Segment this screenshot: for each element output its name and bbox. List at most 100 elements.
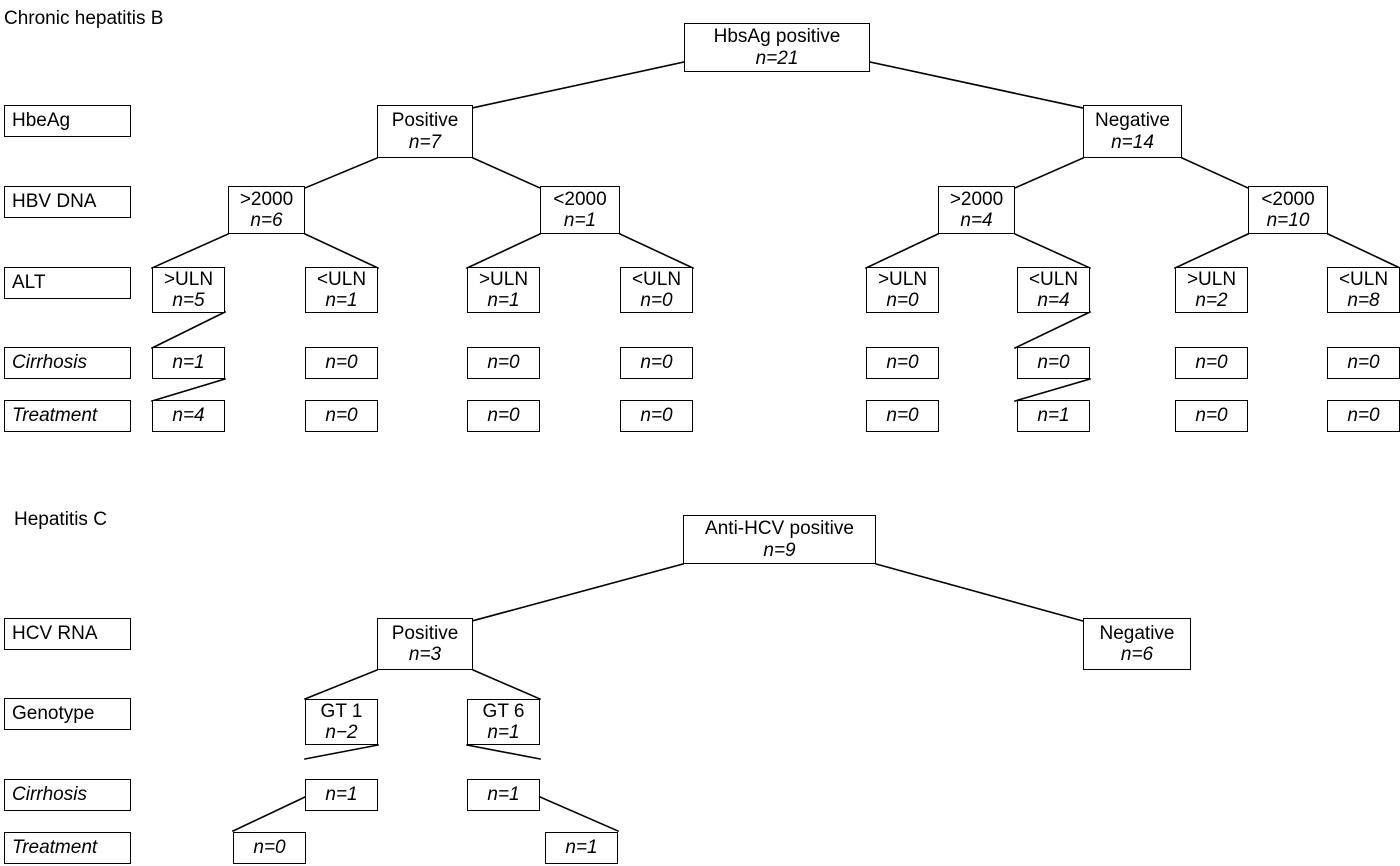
node-hbeag-negative: Negative n=14 [1083, 105, 1182, 158]
node-label: >ULN [478, 268, 529, 290]
node-label: >ULN [163, 268, 214, 290]
node-cirrhosis-4: n=0 [620, 347, 693, 379]
row-label-alt: ALT [4, 267, 131, 299]
row-label-hcv-cirrhosis: Cirrhosis [4, 779, 131, 811]
section-title-hbv: Chronic hepatitis B [4, 8, 164, 29]
node-hbsag-positive: HbsAg positive n=21 [684, 23, 870, 72]
node-label: >ULN [1186, 268, 1237, 290]
node-treatment-3: n=0 [467, 400, 540, 432]
node-label: <2000 [553, 188, 607, 210]
node-label: Positive [391, 622, 459, 644]
node-cirrhosis-6: n=0 [1017, 347, 1090, 379]
node-treatment-2: n=0 [305, 400, 378, 432]
node-count: n=3 [408, 644, 442, 665]
node-count: n=21 [755, 47, 799, 69]
node-hcvrna-negative: Negative n=6 [1083, 618, 1191, 670]
node-count: n=0 [1347, 405, 1380, 427]
row-label-treatment: Treatment [4, 400, 131, 432]
node-label: >2000 [239, 188, 294, 210]
node-count: n−2 [325, 722, 358, 743]
node-alt-5: >ULN n=0 [866, 267, 939, 313]
node-hcv-treatment-1: n=0 [233, 832, 306, 864]
node-count: n=0 [640, 290, 673, 311]
node-label: HbsAg positive [713, 26, 841, 48]
node-hcvrna-positive: Positive n=3 [377, 618, 473, 670]
node-label: <2000 [1261, 188, 1315, 210]
row-label-text: HbeAg [12, 110, 71, 131]
node-alt-4: <ULN n=0 [620, 267, 693, 313]
node-treatment-5: n=0 [866, 400, 939, 432]
node-count: n=6 [250, 210, 283, 231]
node-hcv-treatment-2: n=1 [545, 832, 618, 864]
node-treatment-7: n=0 [1175, 400, 1248, 432]
node-count: n=0 [253, 837, 286, 859]
node-count: n=0 [1037, 352, 1070, 374]
node-count: n=0 [1195, 405, 1228, 427]
node-count: n=1 [487, 784, 520, 806]
node-count: n=2 [1195, 290, 1228, 311]
node-label: >ULN [877, 268, 928, 290]
row-label-text: ALT [12, 272, 46, 293]
node-count: n=1 [563, 210, 597, 231]
node-alt-1: >ULN n=5 [152, 267, 225, 313]
node-count: n=8 [1347, 290, 1380, 311]
node-count: n=0 [886, 405, 919, 427]
node-count: n=6 [1120, 644, 1154, 665]
node-label: <ULN [316, 268, 367, 290]
node-genotype-gt6: GT 6 n=1 [467, 699, 540, 745]
node-label: <ULN [1338, 268, 1389, 290]
node-count: n=0 [487, 352, 520, 374]
node-label: <ULN [1028, 268, 1079, 290]
row-label-hcv-rna: HCV RNA [4, 618, 131, 650]
node-anti-hcv-positive: Anti-HCV positive n=9 [683, 515, 876, 564]
row-label-text: HBV DNA [12, 191, 97, 212]
node-label: GT 1 [320, 700, 363, 722]
node-hbvdna-3: >2000 n=4 [938, 186, 1015, 234]
node-count: n=1 [1037, 405, 1070, 427]
node-treatment-4: n=0 [620, 400, 693, 432]
node-alt-6: <ULN n=4 [1017, 267, 1090, 313]
node-cirrhosis-7: n=0 [1175, 347, 1248, 379]
node-treatment-6: n=1 [1017, 400, 1090, 432]
node-alt-3: >ULN n=1 [467, 267, 540, 313]
node-treatment-1: n=4 [152, 400, 225, 432]
node-count: n=0 [886, 290, 919, 311]
row-label-genotype: Genotype [4, 698, 131, 730]
node-count: n=0 [487, 405, 520, 427]
node-count: n=0 [1195, 352, 1228, 374]
node-hbvdna-2: <2000 n=1 [540, 186, 620, 234]
node-count: n=9 [763, 539, 796, 561]
row-label-text: Treatment [12, 405, 98, 426]
node-count: n=10 [1266, 210, 1310, 231]
node-count: n=7 [408, 131, 442, 153]
node-cirrhosis-5: n=0 [866, 347, 939, 379]
section-title-hcv: Hepatitis C [14, 509, 107, 530]
node-hbvdna-1: >2000 n=6 [228, 186, 305, 234]
node-genotype-gt1: GT 1 n−2 [305, 699, 378, 745]
node-count: n=1 [487, 290, 520, 311]
row-label-hbeag: HbeAg [4, 105, 131, 137]
node-label: >2000 [949, 188, 1004, 210]
row-label-text: HCV RNA [12, 623, 98, 644]
node-cirrhosis-1: n=1 [152, 347, 225, 379]
node-cirrhosis-2: n=0 [305, 347, 378, 379]
node-count: n=0 [325, 405, 358, 427]
node-count: n=0 [1347, 352, 1380, 374]
node-count: n=4 [172, 405, 205, 427]
row-label-hcv-treatment: Treatment [4, 832, 131, 864]
node-label: Anti-HCV positive [705, 518, 854, 540]
node-hcv-cirrhosis-1: n=1 [305, 779, 378, 811]
node-treatment-8: n=0 [1327, 400, 1400, 432]
node-count: n=5 [172, 290, 205, 311]
node-count: n=1 [325, 784, 358, 806]
node-alt-8: <ULN n=8 [1327, 267, 1400, 313]
row-label-text: Genotype [12, 703, 95, 724]
node-label: Negative [1095, 110, 1170, 132]
node-count: n=1 [325, 290, 358, 311]
row-label-text: Treatment [12, 837, 98, 858]
node-count: n=1 [565, 837, 598, 859]
node-hbvdna-4: <2000 n=10 [1248, 186, 1328, 234]
node-count: n=14 [1111, 131, 1154, 153]
